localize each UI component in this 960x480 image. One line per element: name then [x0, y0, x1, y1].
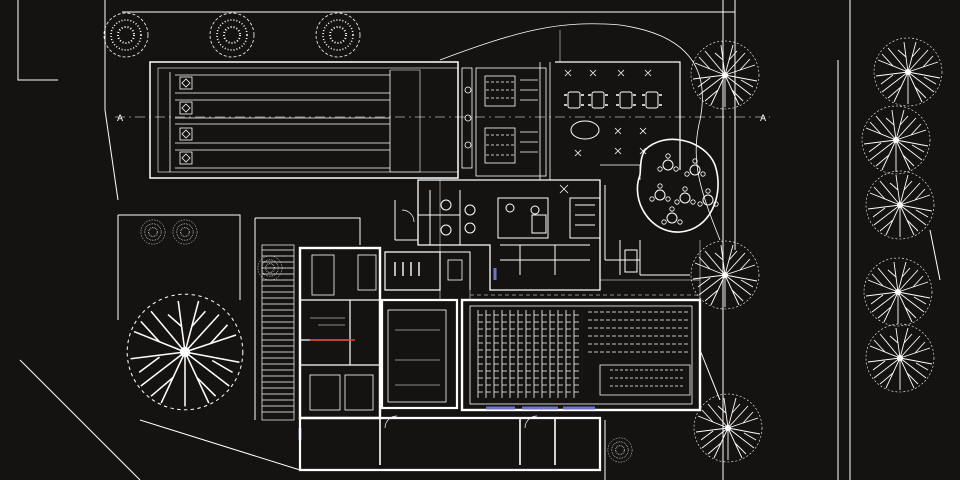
- south-wing: [298, 415, 602, 472]
- service-core: [394, 179, 690, 291]
- grid-lines: [439, 30, 701, 300]
- curved-site-boundary: [439, 23, 721, 241]
- bowling-lanes: [149, 61, 473, 179]
- section-marker-east: A: [760, 114, 767, 124]
- canopy-tree-west: [126, 293, 244, 411]
- main-hall: [380, 298, 702, 412]
- street-trees-east: [861, 37, 943, 393]
- section-axis-line: A A: [115, 114, 770, 124]
- site-boundary-lines: [17, 0, 851, 480]
- shrubs-north: [103, 12, 633, 463]
- section-marker-west: A: [117, 114, 124, 124]
- courtyard-trees: [690, 40, 763, 463]
- lane-seating: [475, 62, 551, 180]
- west-wing: [298, 246, 471, 420]
- cafe-area: [555, 61, 681, 180]
- accent-partitions: [298, 268, 595, 440]
- outdoor-terrace: [636, 138, 719, 233]
- hall-seating-rows: [477, 310, 691, 398]
- exterior-stair: [261, 244, 295, 421]
